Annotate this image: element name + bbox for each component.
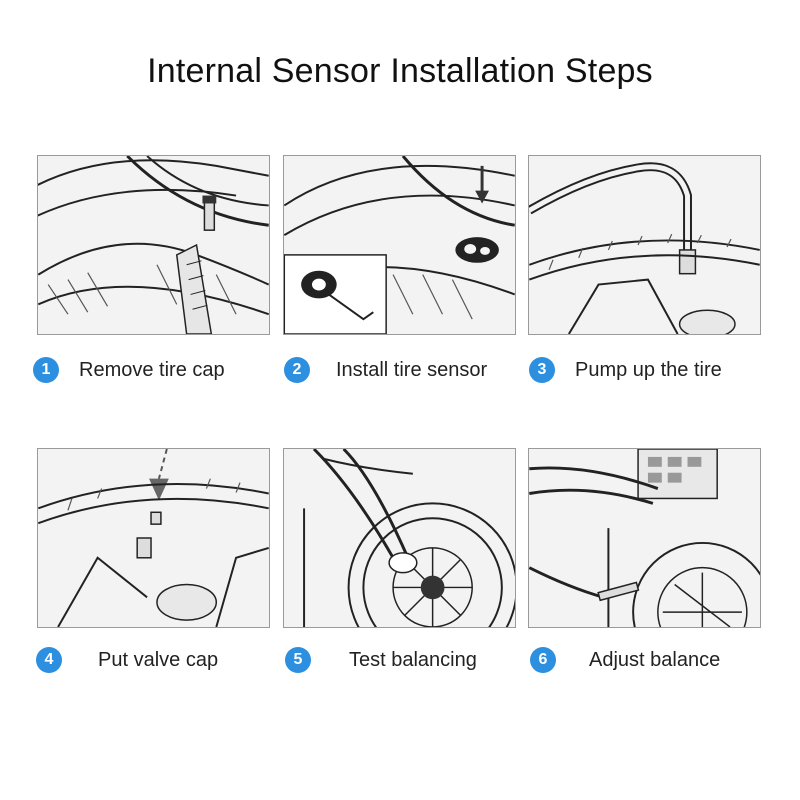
step-label: Test balancing xyxy=(349,648,477,671)
step-label: Adjust balance xyxy=(589,648,721,671)
remove-cap-drawing xyxy=(38,156,269,334)
step-2: 2 Install tire sensor xyxy=(284,353,487,387)
step-1-illustration xyxy=(37,155,270,335)
step-5: 5 Test balancing xyxy=(285,643,477,677)
valve-cap-drawing xyxy=(38,449,269,627)
step-4-illustration xyxy=(37,448,270,628)
step-6: 6 Adjust balance xyxy=(530,643,720,677)
step-5-illustration xyxy=(283,448,516,628)
pump-tire-drawing xyxy=(529,162,760,334)
step-3-illustration xyxy=(528,155,761,335)
step-number-badge: 1 xyxy=(33,357,59,383)
step-number-badge: 5 xyxy=(285,647,311,673)
adjust-balance-drawing xyxy=(529,449,760,627)
step-label: Remove tire cap xyxy=(79,358,225,381)
page-title: Internal Sensor Installation Steps xyxy=(147,52,653,90)
step-2-illustration xyxy=(283,155,516,335)
step-number-badge: 6 xyxy=(530,647,556,673)
step-label: Pump up the tire xyxy=(575,358,722,381)
step-4: 4 Put valve cap xyxy=(36,643,218,677)
step-label: Put valve cap xyxy=(98,648,219,671)
step-3: 3 Pump up the tire xyxy=(529,353,722,387)
step-1: 1 Remove tire cap xyxy=(33,353,225,387)
step-number-badge: 2 xyxy=(284,357,310,383)
install-sensor-drawing xyxy=(284,156,515,334)
step-number-badge: 4 xyxy=(36,647,62,673)
step-number-badge: 3 xyxy=(529,357,555,383)
step-label: Install tire sensor xyxy=(336,358,488,381)
step-6-illustration xyxy=(528,448,761,628)
test-balancing-drawing xyxy=(303,449,515,627)
